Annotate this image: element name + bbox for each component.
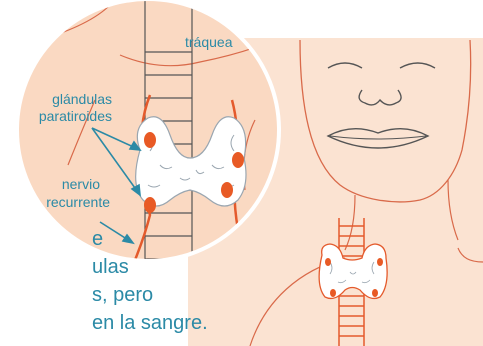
caption-fragment-1: e <box>92 228 103 250</box>
parathyroid-label-line1: glándulas <box>52 91 112 107</box>
small-parathyroid-2 <box>377 258 383 266</box>
caption-fragment-3: s, pero <box>92 284 153 306</box>
small-parathyroid-3 <box>330 289 336 297</box>
small-parathyroid-1 <box>325 258 331 266</box>
small-parathyroid-4 <box>372 289 378 297</box>
parathyroid-lower-left <box>144 197 156 213</box>
parathyroid-label-line2: paratiroides <box>39 108 112 124</box>
caption-fragment-4: en la sangre. <box>92 312 208 334</box>
nerve-label-line2: recurrente <box>46 194 110 210</box>
parathyroid-upper-left <box>144 132 156 148</box>
parathyroid-upper-right <box>232 152 244 168</box>
parathyroid-lower-right <box>221 182 233 198</box>
caption-fragment-2: ulas <box>92 256 129 278</box>
nerve-label-line1: nervio <box>62 176 100 192</box>
trachea-label: tráquea <box>185 34 233 50</box>
